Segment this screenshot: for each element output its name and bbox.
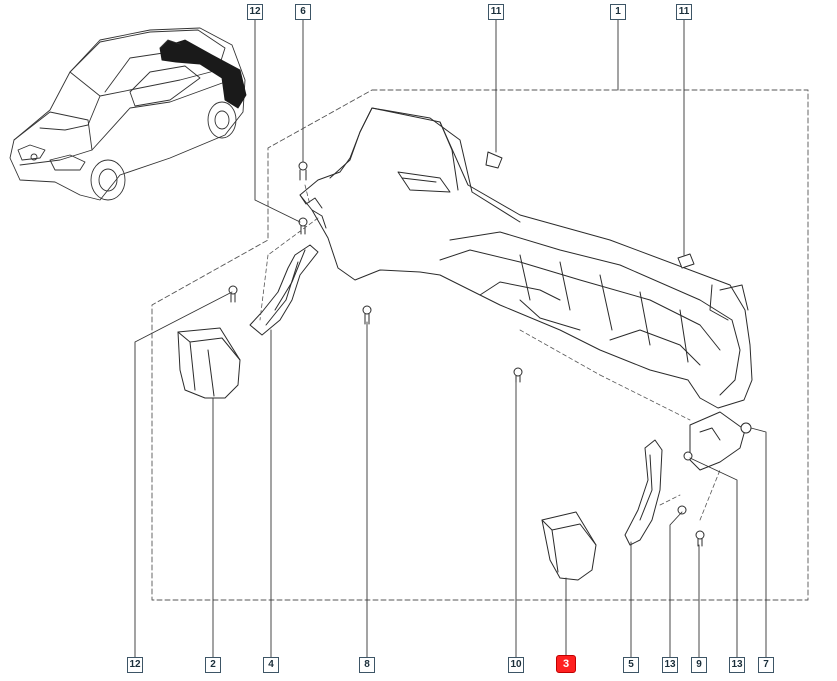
callout-5[interactable]: 5 (623, 657, 639, 673)
callout-12-top[interactable]: 12 (247, 4, 263, 20)
left-guard-part-2 (177, 327, 241, 399)
callout-13-left[interactable]: 13 (662, 657, 678, 673)
right-bracket-part-5 (624, 439, 663, 546)
callout-13-right[interactable]: 13 (729, 657, 745, 673)
callout-3-selected[interactable]: 3 (556, 655, 576, 673)
callout-7[interactable]: 7 (758, 657, 774, 673)
callout-8[interactable]: 8 (359, 657, 375, 673)
callout-2[interactable]: 2 (205, 657, 221, 673)
fastener-guide-lines (259, 184, 721, 521)
car-thumbnail-icon (9, 27, 247, 201)
lower-right-corner-piece (689, 411, 746, 471)
rear-bumper-cover (299, 107, 753, 409)
callout-11-top-right[interactable]: 11 (676, 4, 692, 20)
callout-12-bottom[interactable]: 12 (127, 657, 143, 673)
callout-11-top-left[interactable]: 11 (488, 4, 504, 20)
callout-9[interactable]: 9 (691, 657, 707, 673)
fasteners (228, 151, 752, 547)
callout-4[interactable]: 4 (263, 657, 279, 673)
callout-1[interactable]: 1 (610, 4, 626, 20)
leader-lines (134, 19, 767, 658)
callout-10[interactable]: 10 (508, 657, 524, 673)
assembly-outline (151, 89, 809, 601)
left-bracket-part-4 (249, 244, 319, 336)
right-guard-part-3 (541, 511, 597, 581)
callout-6[interactable]: 6 (295, 4, 311, 20)
